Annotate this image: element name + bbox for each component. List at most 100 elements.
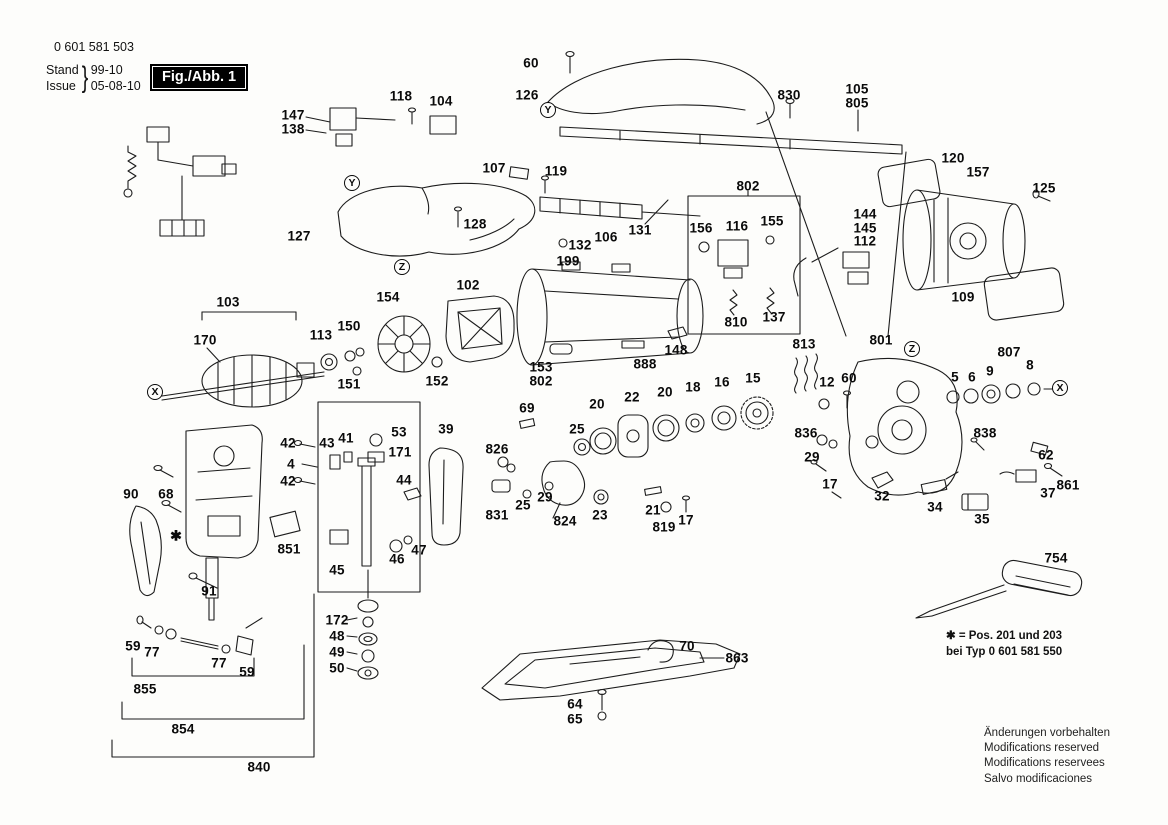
part-callout-41: 41	[338, 430, 354, 446]
bottom-left-parts-group	[111, 593, 315, 758]
part-callout-105: 105	[845, 81, 869, 97]
part-callout-826: 826	[485, 441, 509, 457]
part-callout-64: 64	[567, 696, 583, 712]
revision-values: 99-10 05-08-10	[91, 62, 141, 95]
part-callout-172: 172	[325, 612, 349, 628]
part-callout-39: 39	[438, 421, 454, 437]
part-callout-22: 22	[624, 389, 640, 405]
part-callout-119: 119	[544, 163, 568, 179]
modifications-note: Änderungen vorbehalten Modifications res…	[984, 726, 1110, 787]
part-callout-18: 18	[685, 379, 701, 395]
part-callout-9: 9	[986, 363, 994, 379]
part-callout-4: 4	[287, 456, 295, 472]
part-callout-77: 77	[211, 655, 227, 671]
section-marker-X: X	[147, 384, 163, 400]
part-callout-21: 21	[645, 502, 661, 518]
part-callout-37: 37	[1040, 485, 1056, 501]
part-callout-48: 48	[329, 628, 345, 644]
part-callout-102: 102	[456, 277, 480, 293]
part-callout-128: 128	[463, 216, 487, 232]
part-callout-831: 831	[485, 507, 509, 523]
part-callout-42: 42	[280, 435, 296, 451]
section-marker-Z: Z	[904, 341, 920, 357]
type-note-line2: bei Typ 0 601 581 550	[946, 645, 1063, 658]
footer-line-es: Salvo modificaciones	[984, 772, 1093, 785]
part-callout-20: 20	[657, 384, 673, 400]
fan-group	[377, 315, 443, 373]
wiring-inset	[123, 126, 237, 237]
part-callout-25: 25	[515, 497, 531, 513]
gear-cover-group	[337, 182, 536, 257]
part-callout-144: 144	[853, 206, 877, 222]
part-callout-44: 44	[396, 472, 412, 488]
part-callout-60: 60	[523, 55, 539, 71]
part-callout-17: 17	[822, 476, 838, 492]
part-callout-838: 838	[973, 425, 997, 441]
part-callout-151: 151	[337, 376, 361, 392]
spindle-parts-center-group	[518, 390, 852, 458]
top-handle-group	[305, 50, 907, 337]
plunger-assembly-group	[129, 424, 318, 621]
stator-group	[445, 295, 515, 363]
part-callout-138: 138	[281, 121, 305, 137]
part-callout-855: 855	[133, 681, 157, 697]
rear-housing-group	[877, 158, 1065, 321]
star-marker: ✱	[170, 527, 182, 544]
part-callout-120: 120	[941, 150, 965, 166]
part-callout-155: 155	[760, 213, 784, 229]
part-callout-112: 112	[853, 233, 877, 249]
part-callout-43: 43	[319, 435, 335, 451]
stand-value: 99-10	[90, 62, 123, 77]
part-callout-59: 59	[125, 638, 141, 654]
part-callout-888: 888	[633, 356, 657, 372]
footer-line-fr: Modifications reservees	[984, 757, 1105, 770]
part-callout-153: 153	[529, 359, 553, 375]
part-callout-131: 131	[628, 222, 652, 238]
part-callout-801: 801	[869, 332, 893, 348]
part-callout-16: 16	[714, 374, 730, 390]
part-callout-154: 154	[376, 289, 400, 305]
part-callout-109: 109	[951, 289, 975, 305]
revision-labels: Stand Issue	[46, 62, 79, 95]
part-callout-91: 91	[201, 583, 217, 599]
part-callout-23: 23	[592, 507, 608, 523]
switch-group	[687, 190, 801, 335]
part-callout-125: 125	[1032, 180, 1056, 196]
lifter-frame-group	[317, 401, 422, 593]
part-callout-15: 15	[745, 370, 761, 386]
gear-housing-group	[794, 353, 963, 496]
part-callout-145: 145	[853, 220, 877, 236]
roller-column-group	[346, 569, 379, 680]
screwdriver-group	[915, 559, 1083, 619]
part-callout-70: 70	[679, 638, 695, 654]
part-callout-29: 29	[804, 449, 820, 465]
section-marker-Y: Y	[540, 102, 556, 118]
figure-label: Fig./Abb. 1	[152, 66, 247, 89]
part-callout-854: 854	[171, 721, 195, 737]
brace-glyph: }	[81, 61, 88, 94]
part-callout-840: 840	[247, 759, 271, 775]
type-note: ✱ = Pos. 201 und 203 bei Typ 0 601 581 5…	[946, 629, 1062, 660]
footer-line-en: Modifications reserved	[984, 742, 1100, 755]
part-callout-810: 810	[724, 314, 748, 330]
part-callout-59: 59	[239, 664, 255, 680]
part-callout-156: 156	[689, 220, 713, 236]
part-callout-113: 113	[309, 327, 333, 343]
part-callout-106: 106	[594, 229, 618, 245]
part-callout-126: 126	[515, 87, 539, 103]
part-callout-103: 103	[216, 294, 240, 310]
part-callout-69: 69	[519, 400, 535, 416]
part-callout-863: 863	[725, 650, 749, 666]
part-callout-147: 147	[281, 107, 305, 123]
part-callout-851: 851	[277, 541, 301, 557]
part-callout-836: 836	[794, 425, 818, 441]
part-callout-68: 68	[158, 486, 174, 502]
part-callout-25: 25	[569, 421, 585, 437]
part-callout-42: 42	[280, 473, 296, 489]
brush-plate-group	[793, 247, 870, 297]
part-callout-6: 6	[968, 369, 976, 385]
part-callout-35: 35	[974, 511, 990, 527]
issue-label: Issue	[46, 79, 76, 93]
